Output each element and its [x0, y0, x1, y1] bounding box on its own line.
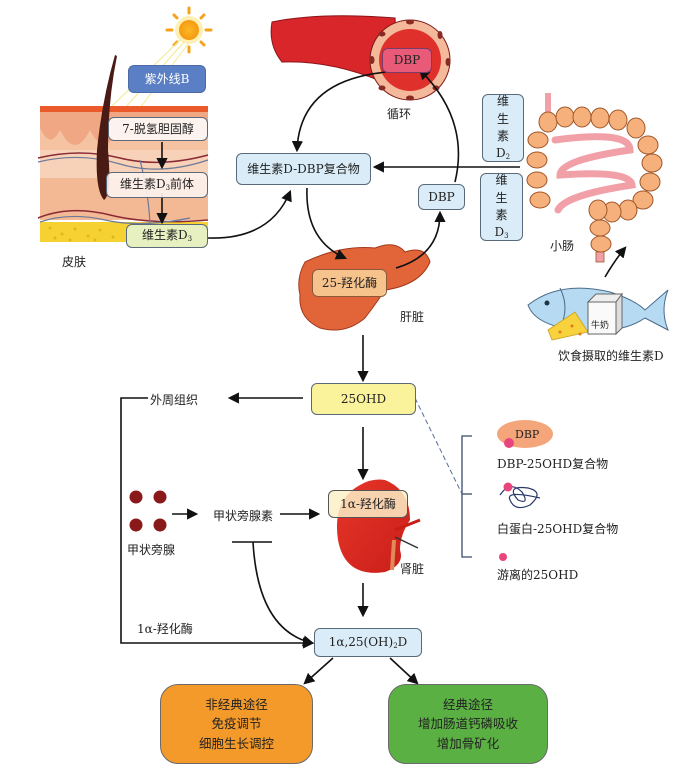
non-classic-line: 细胞生长调控 — [198, 735, 274, 751]
circulation-caption: 循环 — [387, 107, 412, 121]
d2-char: 素 — [496, 129, 509, 143]
dbp-label: DBP — [428, 189, 455, 204]
kidney-caption: 肾脏 — [400, 562, 425, 576]
skin-step-vitamin-d3: 维生素D3 — [126, 224, 208, 248]
25ohd-label: 25OHD — [340, 391, 387, 406]
classic-line: 经典途径 — [442, 696, 493, 712]
d3-char: 维 — [495, 173, 508, 188]
vitamin-d2-box: 维 生 素 D2 — [482, 94, 524, 162]
vitamin-d-dbp-complex-box: 维生素D-DBP复合物 — [236, 153, 371, 185]
uvb-box: 紫外线B — [128, 65, 206, 93]
peripheral-tissue-label: 外周组织 — [150, 393, 199, 407]
calcitriol-label: 1α,25(OH)2D — [328, 634, 408, 650]
diet-food-illustration — [527, 287, 669, 341]
albumin-25ohd-dot-icon — [503, 482, 513, 492]
skin-caption: 皮肤 — [62, 255, 87, 269]
1alpha-hydroxylase-box: 1α-羟化酶 — [328, 490, 408, 518]
liver-caption: 肝脏 — [400, 310, 425, 324]
d2-letter: D2 — [495, 146, 511, 162]
d2-char: 生 — [496, 111, 509, 126]
forms-item-dbp-complex: DBP-25OHD复合物 — [497, 457, 609, 471]
intestine-illustration — [526, 93, 663, 263]
forms-dbp-blob-label: DBP — [515, 428, 540, 441]
liver-enzyme-label: 25-羟化酶 — [321, 275, 378, 290]
25-hydroxylase-box: 25-羟化酶 — [312, 269, 387, 297]
non-classic-line: 免疫调节 — [211, 716, 262, 732]
d3-char: 素 — [495, 208, 508, 222]
d3-letter: D3 — [494, 225, 509, 241]
skin-step-previtamin-d3: 维生素D3前体 — [106, 172, 208, 198]
vessel-dbp-label: DBP — [393, 53, 421, 68]
skin-step-7-dehydrocholesterol: 7-脱氢胆固醇 — [108, 117, 208, 141]
pth-label: 甲状旁腺素 — [213, 509, 274, 523]
step3-label: 维生素D3 — [141, 228, 193, 244]
dashed-connector — [414, 397, 463, 495]
ohd-forms-illustration — [461, 420, 553, 561]
complex-label: 维生素D-DBP复合物 — [247, 161, 360, 176]
free-25ohd-dot-icon — [499, 553, 507, 561]
intestine-caption: 小肠 — [550, 239, 575, 253]
bound-25ohd-dot-icon — [504, 438, 514, 448]
non-classic-line: 非经典途径 — [205, 696, 268, 712]
dbp-box: DBP — [418, 184, 465, 210]
flow-arrows — [120, 68, 627, 685]
forms-item-albumin-complex: 白蛋白-25OHD复合物 — [497, 522, 619, 536]
classic-pathway-box: 经典途径 增加肠道钙磷吸收 增加骨矿化 — [388, 684, 548, 764]
25ohd-box: 25OHD — [311, 383, 416, 415]
diet-caption: 饮食摄取的维生素D — [558, 349, 664, 363]
step1-label: 7-脱氢胆固醇 — [122, 121, 194, 136]
milk-label: 牛奶 — [591, 321, 610, 331]
sun-icon — [109, 6, 213, 109]
classic-line: 增加肠道钙磷吸收 — [417, 716, 518, 732]
uvb-label: 紫外线B — [144, 71, 190, 86]
calcitriol-box: 1α,25(OH)2D — [314, 628, 422, 657]
vessel-dbp-box: DBP — [382, 48, 432, 73]
side-1alpha-hydroxylase-label: 1α-羟化酶 — [137, 622, 193, 636]
skin-illustration — [37, 55, 209, 242]
non-classic-pathway-box: 非经典途径 免疫调节 细胞生长调控 — [160, 684, 313, 764]
classic-line: 增加骨矿化 — [436, 735, 500, 751]
kidney-enzyme-label: 1α-羟化酶 — [340, 496, 396, 511]
vitamin-d3-box: 维 生 素 D3 — [480, 173, 523, 241]
d2-char: 维 — [496, 94, 509, 109]
parathyroid-gland-caption: 甲状旁腺 — [127, 543, 176, 557]
forms-item-free: 游离的25OHD — [497, 568, 579, 582]
albumin-icon — [499, 486, 541, 509]
parathyroid-gland-icon — [129, 490, 167, 532]
d3-char: 生 — [495, 190, 508, 205]
step2-label: 维生素D3前体 — [119, 177, 195, 193]
